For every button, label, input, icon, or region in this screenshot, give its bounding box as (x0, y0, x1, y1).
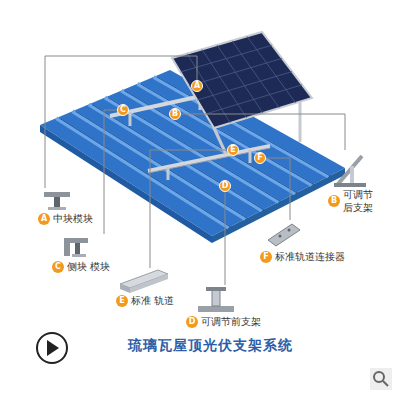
part-name: 标准轨道连接器 (275, 250, 345, 263)
callout-dot: C (117, 104, 129, 116)
part-name: 中块模块 (53, 212, 93, 225)
connector-hole (288, 229, 291, 232)
panel-grid-line (217, 45, 263, 113)
part-label: C侧块 模块 (52, 234, 110, 273)
play-ring (37, 333, 67, 363)
leader-line (150, 150, 227, 268)
clamp-plate (44, 192, 70, 197)
clamp-nut (48, 207, 66, 210)
panel-grid-line (232, 41, 279, 108)
part-name: 侧块 模块 (67, 260, 110, 273)
roof-edge (212, 168, 345, 243)
leader-line (45, 56, 197, 188)
part-label: E标准 轨道 (116, 268, 174, 307)
connector-hole (279, 235, 282, 238)
clamp-nut (72, 254, 86, 257)
part-name: 标准 轨道 (131, 294, 174, 307)
part-label: D可调节前支架 (186, 285, 261, 328)
callout-letter: A (192, 81, 202, 91)
leader-line (266, 158, 290, 220)
panel-grid-line (189, 58, 282, 86)
callout-dot: F (254, 152, 266, 164)
connector-plate (268, 224, 300, 246)
clamp-bolt (75, 243, 80, 255)
panel-grid-line (180, 45, 272, 72)
part-icons (44, 156, 366, 312)
end-clamp-icon (64, 238, 88, 257)
support-base (334, 183, 366, 187)
callout-dot: D (219, 180, 231, 192)
rail-icon (120, 270, 168, 293)
support-leg (350, 166, 354, 184)
roof-rib-shadow (76, 111, 249, 219)
mid-clamp-icon (44, 192, 70, 210)
callout-letter: E (116, 295, 128, 307)
callout-letter: C (52, 261, 64, 273)
roof-rib-shadow (59, 118, 231, 227)
zoom-ground (370, 368, 392, 390)
front-support-icon (198, 287, 234, 312)
part-name: 可调节 后支架 (343, 188, 375, 214)
rail-connector-icon (268, 224, 300, 246)
callout-dot: B (169, 108, 181, 120)
leader-line (104, 110, 117, 234)
callout-letter: D (220, 181, 230, 191)
play-triangle (47, 340, 59, 356)
rail-shadow (148, 148, 270, 173)
callout-letter: E (228, 145, 238, 155)
panel-grid (180, 36, 302, 123)
panel-grid-line (206, 85, 302, 114)
rail-foot (249, 150, 252, 163)
part-label: B可调节 后支架 (328, 150, 375, 214)
support-post (212, 290, 220, 306)
panel-grid-line (247, 36, 296, 103)
panel-grid-line (197, 72, 292, 100)
support-arm (338, 156, 362, 184)
panel-grid-line (202, 49, 247, 118)
rear-support (299, 102, 302, 142)
zoom-lens (374, 372, 384, 382)
rear-support-icon (334, 156, 366, 187)
rail-side (120, 284, 130, 293)
callout-letter: A (38, 213, 50, 225)
clamp-body (64, 238, 88, 256)
support-head (206, 287, 226, 291)
callout-dot: A (191, 80, 203, 92)
play-button (37, 333, 67, 363)
rail-foot (167, 167, 170, 180)
leader-line (225, 192, 226, 285)
rail-foot (129, 112, 132, 126)
callout-letter: F (260, 251, 272, 263)
support-base (198, 306, 234, 312)
callout-letter: B (328, 195, 340, 207)
callout-letter: D (186, 316, 198, 328)
leader-line (181, 114, 345, 150)
callout-letter: F (255, 153, 265, 163)
zoom-handle (383, 381, 388, 386)
part-label: A中块模块 (38, 188, 93, 225)
rail-front (130, 274, 168, 293)
part-label: F标准轨道连接器 (260, 220, 345, 263)
callout-letter: B (170, 109, 180, 119)
diagram-title: 琉璃瓦屋顶光伏支架系统 (80, 336, 340, 354)
zoom-button (370, 368, 392, 390)
part-name: 可调节前支架 (201, 315, 261, 328)
callout-letter: C (118, 105, 128, 115)
callout-dot: E (227, 144, 239, 156)
